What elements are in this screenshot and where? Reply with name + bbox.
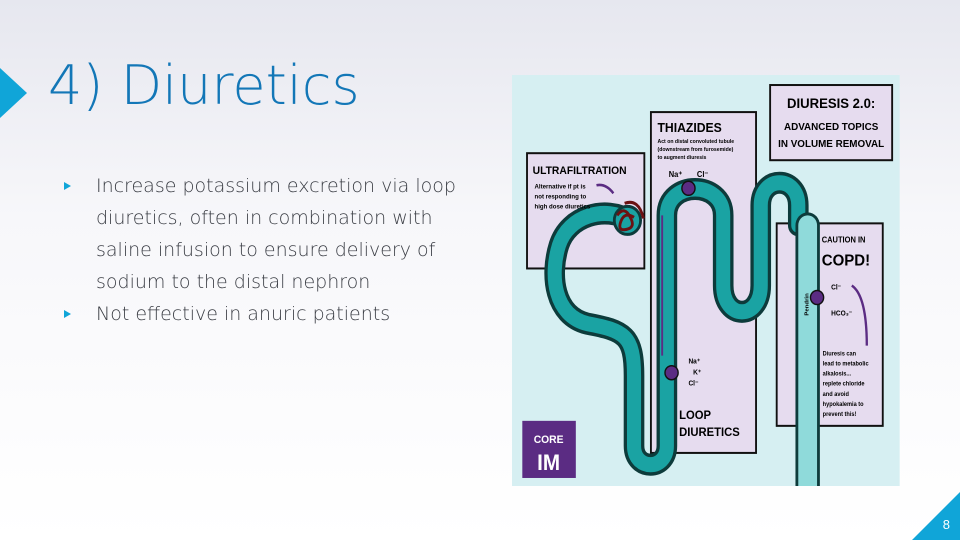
ultrafiltration-title: ULTRAFILTRATION (533, 165, 627, 177)
bullet-text: Not effective in anuric patients (96, 303, 391, 325)
figure-label: (downstream from furosemide) (657, 147, 733, 153)
figure-label: to augment diuresis (657, 155, 706, 161)
figure-label: K⁺ (693, 370, 702, 377)
figure-label: COPD! (822, 252, 870, 270)
bullet-triangle-icon (64, 182, 71, 190)
corner-decoration (912, 492, 960, 540)
core-im-logo (522, 420, 576, 478)
figure-label: Na⁺ (669, 170, 683, 179)
figure-label: prevent this! (823, 412, 857, 418)
bullet-text: Increase potassium excretion via loop di… (96, 175, 456, 293)
nkcc-transporter (664, 364, 679, 381)
thiazide-transporter (681, 180, 696, 197)
header-text: ADVANCED TOPICS (784, 122, 878, 133)
figure-label: Pendrin (805, 293, 811, 316)
thiazides-title: THIAZIDES (657, 121, 721, 135)
figure-label: Na⁺ (688, 359, 700, 366)
figure-label: replete chloride (823, 382, 866, 388)
slide-title: 4) Diuretics (48, 54, 360, 117)
header-text: DIURESIS 2.0: (787, 96, 875, 111)
glomerulus-capillary (616, 200, 645, 232)
bullet-list: Increase potassium excretion via loop di… (64, 170, 484, 330)
pendrin-transporter (809, 289, 825, 306)
figure-label: IM (537, 450, 560, 475)
figure-label: Cl⁻ (697, 170, 708, 179)
figure-label: Act on distal convoluted tubule (657, 139, 734, 145)
figure-label: alkalosis... (823, 372, 852, 378)
figure-label: Alternative if pt is (535, 183, 587, 190)
page-number: 8 (942, 517, 950, 532)
figure-label: Diuresis can (823, 352, 857, 358)
bullet-triangle-icon (64, 310, 71, 318)
figure-label: CAUTION IN (822, 235, 866, 244)
title-arrow-decoration (0, 68, 27, 118)
figure-label: hypokalemia to (823, 402, 864, 408)
bullet-item: Not effective in anuric patients (64, 298, 484, 330)
figure-label: and avoid (823, 392, 850, 398)
figure-label: DIURETICS (679, 426, 740, 439)
diuresis-infographic: DIURESIS 2.0: ADVANCED TOPICS IN VOLUME … (512, 75, 925, 500)
purple-arrow (851, 284, 868, 346)
figure-label: Cl⁻ (688, 381, 698, 388)
purple-arrow (596, 183, 615, 195)
figure-label: not responding to (535, 193, 587, 200)
figure-label: lead to metabolic (823, 362, 870, 368)
figure-label: CORE (534, 434, 564, 446)
figure-label: LOOP (679, 409, 711, 422)
figure-label: HCO₃⁻ (831, 310, 852, 317)
bullet-item: Increase potassium excretion via loop di… (64, 170, 484, 298)
figure-label: Cl⁻ (831, 284, 841, 291)
header-box (769, 84, 894, 162)
nephron-tubule (544, 171, 820, 500)
header-text: IN VOLUME REMOVAL (778, 139, 884, 150)
figure-label: high dose diuretics (535, 203, 591, 210)
